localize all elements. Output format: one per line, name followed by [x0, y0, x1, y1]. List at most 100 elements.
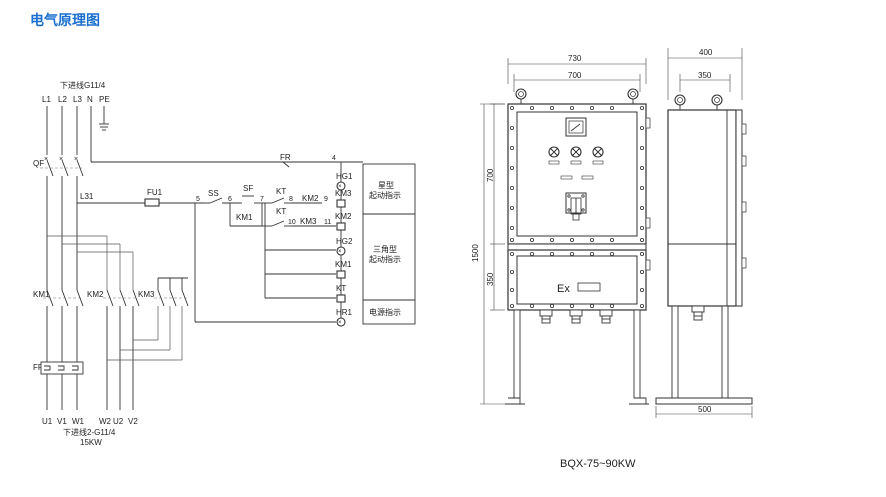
side-cable-gland: [691, 305, 705, 313]
phase-l1-label: L1: [42, 95, 51, 104]
bolts-lower: [509, 251, 645, 308]
dim-side-500: 500: [698, 405, 712, 414]
node-5: 5: [196, 196, 200, 203]
qf-label: QF: [33, 159, 44, 168]
front-view: 730 700: [471, 54, 651, 405]
km1-coil: [336, 270, 346, 279]
coil-column: HG1 × KM3 KM2 HG2 × KM1 KT HR1 ×: [335, 162, 353, 327]
fu1-label: FU1: [147, 188, 163, 197]
fu1-fuse: [144, 198, 160, 207]
ss-label: SS: [208, 189, 219, 198]
cable-glands: [539, 309, 613, 324]
side-leg-right: [721, 305, 729, 399]
dim-height-1500: 1500: [471, 244, 480, 262]
output-u1: U1: [42, 417, 53, 426]
km2-contact-label: KM2: [302, 194, 319, 203]
phase-l3-label: L3: [73, 95, 82, 104]
svg-text:×: ×: [338, 249, 342, 255]
kt-contact-label: KT: [276, 187, 286, 196]
side-view: 400 350 500: [655, 48, 753, 418]
svg-text:×: ×: [338, 320, 342, 326]
km3-contact-label: KM3: [300, 217, 317, 226]
side-hinges: [741, 123, 747, 269]
node-6: 6: [228, 196, 232, 203]
sf-label: SF: [243, 184, 253, 193]
hr1-label: HR1: [336, 308, 353, 317]
side-base: [655, 397, 753, 405]
indicator-legend: 星型 起动指示 三角型 起动指示 电源指示: [362, 163, 416, 325]
node-10: 10: [288, 219, 296, 226]
output-w2: W2: [99, 417, 112, 426]
lifting-eye-left: [515, 88, 527, 100]
km2-main-label: KM2: [87, 290, 104, 299]
hg2-label: HG2: [336, 237, 353, 246]
control-circuit: 5 SS 6 SF 7 KT 8 KM2 9 KM1 KT 10 KM: [194, 184, 336, 323]
hg2-lamp: [336, 246, 346, 256]
legend-power: 电源指示: [369, 307, 401, 317]
svg-text:×: ×: [338, 184, 342, 190]
indicator-lamps: [548, 146, 604, 165]
l31-label: L31: [80, 192, 94, 201]
node-11: 11: [324, 219, 331, 226]
qf-breaker: QF × × ×: [33, 156, 84, 290]
legend-star-line1: 星型: [378, 181, 394, 190]
outgoing-line-label: 下进线2-G11/4: [63, 427, 116, 437]
fr-top-label: FR: [280, 153, 291, 162]
km3-coil: [336, 199, 346, 208]
bolts-upper: [509, 106, 645, 242]
node-9: 9: [324, 196, 328, 203]
km2-coil-label: KM2: [335, 212, 352, 221]
kt-coil-label: KT: [336, 284, 346, 293]
kt-coil: [336, 294, 346, 303]
km3-main-label: KM3: [138, 290, 155, 299]
km1-main-label: KM1: [33, 290, 50, 299]
hg1-lamp: [336, 181, 346, 191]
contactor-groups: KM1 KM2 KM3: [33, 277, 189, 410]
power-rating-label: 15KW: [80, 438, 102, 447]
legend-delta-line1: 三角型: [373, 244, 397, 254]
svg-text:×: ×: [44, 156, 48, 163]
legend-delta-line2: 起动指示: [369, 254, 401, 264]
dim-front-730: 730: [568, 54, 582, 63]
phase-l2-label: L2: [58, 95, 67, 104]
node-8: 8: [289, 196, 293, 203]
incoming-line-label: 下进线G11/4: [60, 80, 106, 90]
legend-star-line2: 起动指示: [369, 190, 401, 200]
node-7: 7: [260, 196, 264, 203]
dim-height-700: 700: [486, 168, 495, 182]
output-u2: U2: [113, 417, 124, 426]
model-caption: BQX-75~90KW: [560, 458, 636, 470]
dim-side-350: 350: [698, 71, 712, 80]
lifting-eye-right: [627, 88, 639, 100]
phase-lines: [46, 106, 363, 163]
side-cabinet-body: [667, 109, 737, 307]
fr-thermal-relay: FR: [33, 361, 84, 375]
dim-side-400: 400: [699, 48, 713, 57]
page-title: 电气原理图: [30, 13, 100, 29]
output-v2: V2: [128, 417, 138, 426]
svg-text:×: ×: [59, 156, 63, 163]
node-4: 4: [332, 155, 336, 162]
ex-marking: Ex: [557, 283, 570, 295]
dim-front-700: 700: [568, 71, 582, 80]
output-v1: V1: [57, 417, 67, 426]
output-w1: W1: [72, 417, 85, 426]
front-legs: [505, 309, 649, 405]
km1-coil-label: KM1: [335, 260, 352, 269]
svg-text:×: ×: [74, 156, 78, 163]
km2-coil: [336, 222, 346, 231]
fr-bottom-label: FR: [33, 363, 44, 372]
operating-handle: [565, 192, 587, 221]
lower-cabinet: [507, 249, 647, 311]
km1-contact-label: KM1: [236, 213, 253, 222]
km3-coil-label: KM3: [335, 189, 352, 198]
dim-height-350: 350: [486, 272, 495, 286]
branch-wires: [47, 235, 134, 290]
electrical-schematic: 下进线G11/4 L1 L2 L3 N PE QF ×××: [33, 80, 416, 447]
phase-pe-label: PE: [99, 95, 110, 104]
ex-nameplate: [577, 282, 601, 292]
hg1-label: HG1: [336, 172, 353, 181]
hr1-lamp: [336, 317, 346, 327]
kt-contact-2-label: KT: [276, 207, 286, 216]
